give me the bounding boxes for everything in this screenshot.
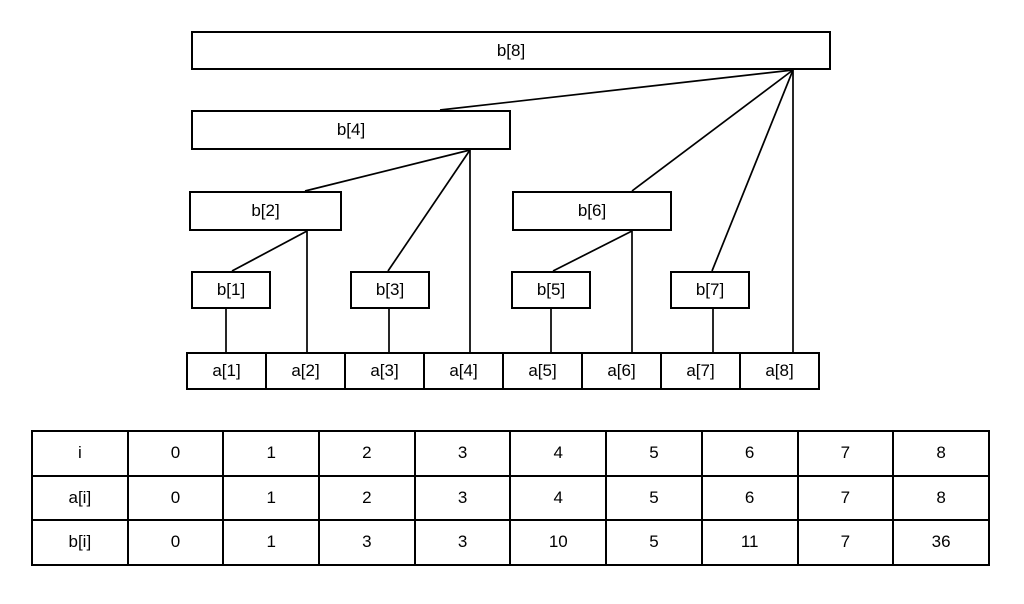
table-cell: 7 — [796, 430, 895, 477]
node-b7-label: b[7] — [695, 280, 725, 299]
node-b6: b[6] — [512, 191, 672, 231]
table-cell: 3 — [413, 519, 512, 566]
node-b1-label: b[1] — [216, 280, 246, 299]
table-cell: 5 — [605, 430, 703, 477]
leaf-cell-a2: a[2] — [265, 352, 346, 390]
table-cell: 8 — [892, 474, 990, 521]
node-b8-label: b[8] — [496, 40, 526, 60]
table-cell: 5 — [605, 474, 703, 521]
edge-b4-b2 — [304, 149, 471, 192]
table-cell: 0 — [126, 430, 225, 477]
node-b4: b[4] — [191, 110, 511, 150]
table-row-ai: a[i] 0 1 2 3 4 5 6 7 8 — [31, 474, 990, 521]
node-b3: b[3] — [350, 271, 430, 309]
table-cell: 1 — [222, 474, 321, 521]
table-cell: 0 — [126, 474, 225, 521]
table-cell: 4 — [509, 430, 608, 477]
table-cell: 3 — [318, 519, 416, 566]
edge-b6-b5 — [552, 230, 633, 272]
edge-b4-b3 — [387, 149, 471, 272]
table-cell: 11 — [700, 519, 799, 566]
leaf-cell-a8: a[8] — [739, 352, 820, 390]
table-cell: 8 — [892, 430, 990, 477]
table-cell: 6 — [700, 430, 799, 477]
row-header-ai: a[i] — [31, 474, 129, 521]
edge-b8-b7 — [711, 69, 794, 272]
edge-b8-b6 — [631, 69, 794, 192]
node-b1: b[1] — [191, 271, 271, 309]
leaf-cell-a7: a[7] — [660, 352, 741, 390]
leaf-cell-a6: a[6] — [581, 352, 662, 390]
edge-b8-b4 — [439, 69, 794, 111]
row-header-i: i — [31, 430, 129, 477]
leaf-cell-a1: a[1] — [186, 352, 267, 390]
leaf-array-row: a[1] a[2] a[3] a[4] a[5] a[6] a[7] a[8] — [186, 352, 820, 390]
node-b7: b[7] — [670, 271, 750, 309]
leaf-cell-a5: a[5] — [502, 352, 583, 390]
table-cell: 3 — [413, 430, 512, 477]
node-b4-label: b[4] — [336, 120, 366, 139]
node-b3-label: b[3] — [375, 280, 405, 299]
table-row-bi: b[i] 0 1 3 3 10 5 11 7 36 — [31, 519, 990, 566]
table-cell: 36 — [892, 519, 990, 566]
node-b8: b[8] — [191, 31, 831, 70]
node-b6-label: b[6] — [577, 201, 607, 220]
values-table: i 0 1 2 3 4 5 6 7 8 a[i] 0 1 2 3 4 5 6 7 — [31, 430, 990, 566]
table-cell: 7 — [796, 474, 895, 521]
table-row-i: i 0 1 2 3 4 5 6 7 8 — [31, 430, 990, 477]
table-cell: 3 — [413, 474, 512, 521]
table-cell: 0 — [126, 519, 225, 566]
leaf-cell-a4: a[4] — [423, 352, 504, 390]
row-header-bi: b[i] — [31, 519, 129, 566]
table-cell: 7 — [796, 519, 895, 566]
table-cell: 2 — [318, 474, 416, 521]
table-cell: 6 — [700, 474, 799, 521]
node-b5: b[5] — [511, 271, 591, 309]
edge-b2-b1 — [231, 230, 308, 272]
node-b2-label: b[2] — [251, 201, 280, 220]
table-cell: 4 — [509, 474, 608, 521]
leaf-cell-a3: a[3] — [344, 352, 425, 390]
table-cell: 2 — [318, 430, 416, 477]
table-cell: 5 — [605, 519, 703, 566]
node-b5-label: b[5] — [536, 280, 566, 299]
node-b2: b[2] — [189, 191, 342, 231]
table-cell: 10 — [509, 519, 608, 566]
table-cell: 1 — [222, 430, 321, 477]
table-cell: 1 — [222, 519, 321, 566]
